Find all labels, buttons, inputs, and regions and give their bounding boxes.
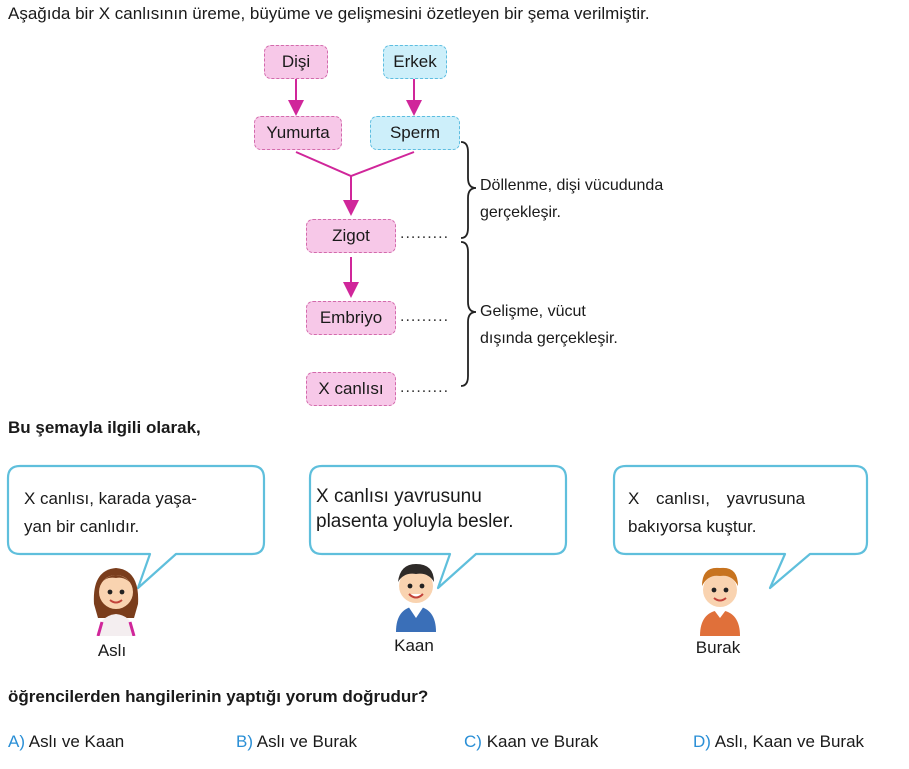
- brace-development: [460, 241, 477, 387]
- note-development: Gelişme, vücut dışında gerçekleşir.: [480, 298, 618, 352]
- option-d-letter: D): [693, 732, 711, 751]
- option-c-text: Kaan ve Burak: [486, 732, 599, 751]
- dots-embriyo: .........: [400, 308, 450, 325]
- option-c[interactable]: C) Kaan ve Burak: [464, 732, 598, 752]
- kaan-avatar: [396, 564, 436, 632]
- option-a[interactable]: A) Aslı ve Kaan: [8, 732, 124, 752]
- bubble-burak-line2: bakıyorsa kuştur.: [628, 517, 757, 536]
- bubble-kaan-text: X canlısı yavrusunu plasenta yoluyla bes…: [316, 484, 566, 534]
- bubble-burak: [612, 464, 869, 590]
- option-b-text: Aslı ve Burak: [256, 732, 357, 751]
- note-development-line1: Gelişme, vücut: [480, 303, 586, 320]
- bubble-asli-line1: X canlısı, karada yaşa-: [24, 489, 197, 508]
- child-name-burak: Burak: [695, 638, 741, 657]
- bubble-burak-line1: X canlısı, yavrusuna: [628, 489, 806, 508]
- option-d[interactable]: D) Aslı, Kaan ve Burak: [693, 732, 864, 752]
- dots-zigot: .........: [400, 225, 450, 242]
- burak-avatar: [700, 567, 740, 636]
- option-a-text: Aslı ve Kaan: [28, 732, 125, 751]
- node-zigot: Zigot: [306, 219, 396, 253]
- bubble-asli-line2: yan bir canlıdır.: [24, 517, 140, 536]
- bubble-kaan: [308, 464, 568, 590]
- option-a-letter: A): [8, 732, 25, 751]
- node-erkek: Erkek: [383, 45, 447, 79]
- node-x-canlisi: X canlısı: [306, 372, 396, 406]
- note-development-line2: dışında gerçekleşir.: [480, 330, 618, 347]
- note-fertilization-line1: Döllenme, dişi vücudunda: [480, 177, 664, 194]
- note-fertilization-line2: gerçekleşir.: [480, 204, 561, 221]
- intro-text: Aşağıda bir X canlısının üreme, büyüme v…: [8, 4, 650, 23]
- bubble-kaan-line2: plasenta yoluyla besler.: [316, 511, 514, 532]
- bubble-asli: [6, 464, 266, 590]
- bubble-kaan-line1: X canlısı yavrusunu: [316, 486, 482, 507]
- asli-avatar: [93, 568, 139, 636]
- option-d-text: Aslı, Kaan ve Burak: [714, 732, 865, 751]
- bubble-burak-text: X canlısı, yavrusuna bakıyorsa kuştur.: [628, 485, 860, 541]
- node-yumurta: Yumurta: [254, 116, 342, 150]
- node-sperm: Sperm: [370, 116, 460, 150]
- dots-x-canlisi: .........: [400, 379, 450, 396]
- option-c-letter: C): [464, 732, 482, 751]
- option-b-letter: B): [236, 732, 253, 751]
- note-fertilization: Döllenme, dişi vücudunda gerçekleşir.: [480, 172, 663, 226]
- node-disi: Dişi: [264, 45, 328, 79]
- child-name-kaan: Kaan: [394, 636, 434, 655]
- child-name-asli: Aslı: [97, 641, 127, 660]
- brace-fertilization: [460, 141, 477, 239]
- question-intro: Bu şemayla ilgili olarak,: [8, 418, 201, 437]
- node-embriyo: Embriyo: [306, 301, 396, 335]
- question-text: öğrencilerden hangilerinin yaptığı yorum…: [8, 687, 429, 706]
- option-b[interactable]: B) Aslı ve Burak: [236, 732, 357, 752]
- bubble-asli-text: X canlısı, karada yaşa- yan bir canlıdır…: [24, 485, 252, 541]
